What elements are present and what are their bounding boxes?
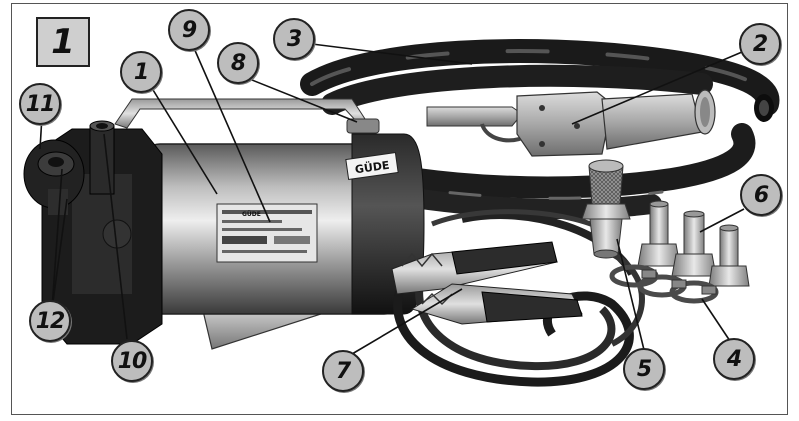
callout-9: 9 — [168, 9, 210, 51]
figure-frame: GÜDE GÜDE 1 1 2 3 4 5 6 7 8 9 10 11 12 — [11, 3, 788, 415]
callout-4: 4 — [713, 338, 755, 380]
callout-3: 3 — [273, 18, 315, 60]
hose-clamps — [609, 264, 719, 304]
leader-lines — [39, 38, 745, 355]
suction-strainer — [581, 159, 631, 259]
clamp-upper — [391, 241, 558, 295]
callout-11: 11 — [19, 83, 61, 125]
callout-1: 1 — [120, 51, 162, 93]
rating-plate-brand: GÜDE — [242, 211, 261, 218]
fuel-nozzle — [426, 89, 716, 157]
callout-10: 10 — [111, 340, 153, 382]
callout-6: 6 — [740, 174, 782, 216]
pump-kit-illustration: GÜDE GÜDE — [23, 38, 780, 387]
callout-2: 2 — [739, 23, 781, 65]
hose-fittings — [637, 200, 750, 287]
callout-5: 5 — [623, 348, 665, 390]
callout-7: 7 — [322, 350, 364, 392]
figure-number-box: 1 — [36, 17, 90, 67]
brand-logo-text: GÜDE — [354, 158, 390, 177]
pump-motor — [23, 98, 425, 350]
figure-number: 1 — [51, 22, 75, 62]
callout-8: 8 — [217, 42, 259, 84]
callout-12: 12 — [29, 300, 71, 342]
